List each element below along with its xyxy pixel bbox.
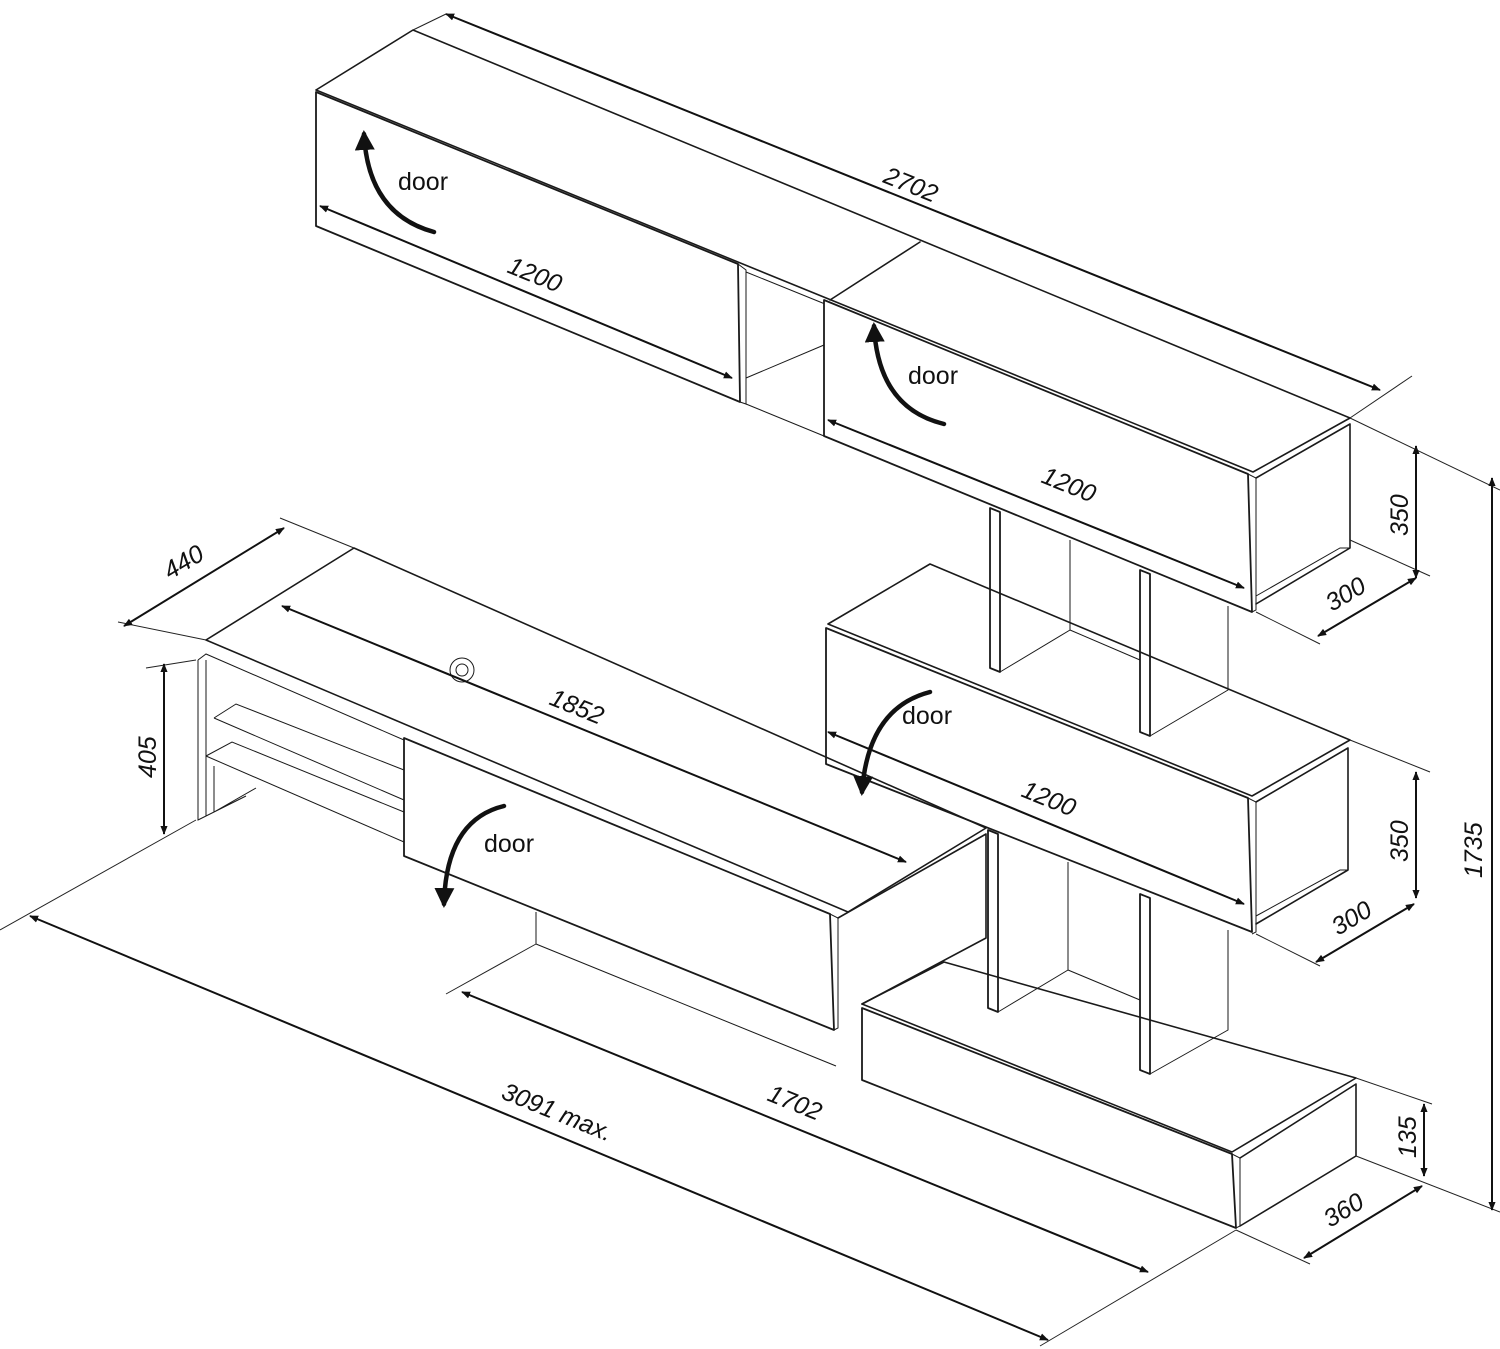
dim-label-360: 360 — [1319, 1188, 1369, 1234]
upper-shelf-end — [1255, 423, 1351, 605]
cable-grommet — [449, 657, 475, 683]
tv-unit — [197, 547, 987, 1067]
dim-line-1852 — [281, 605, 907, 863]
dimension-lines — [29, 13, 1496, 1341]
extension-lines — [0, 13, 1500, 1347]
dim-line-360 — [1303, 1185, 1423, 1259]
door-label-middle: door — [902, 702, 952, 730]
dim-line-upper-right-1200 — [827, 419, 1245, 589]
tv-unit-drawer-front — [403, 737, 835, 1031]
door-arrow-upper-right — [864, 322, 947, 427]
dim-label-3091: 3091 max. — [498, 1078, 617, 1148]
tv-unit-open-shelves — [197, 653, 405, 843]
upper-open-compartment — [745, 271, 831, 437]
door-arrow-upper-left — [354, 130, 437, 235]
dim-line-440 — [123, 527, 285, 627]
dim-label-upper-300: 300 — [1321, 572, 1371, 618]
base-plinth — [861, 961, 1357, 1229]
door-arrow-middle — [853, 689, 933, 796]
door-labels: door door door door — [398, 168, 958, 858]
upper-shelf — [315, 29, 1351, 613]
dim-label-middle-350: 350 — [1386, 820, 1414, 862]
dim-label-1852: 1852 — [546, 684, 608, 731]
dim-label-405: 405 — [134, 736, 162, 778]
dim-label-135: 135 — [1394, 1116, 1422, 1158]
door-arrow-tv-unit — [434, 803, 507, 908]
door-label-upper-left: door — [398, 168, 448, 196]
dim-line-upper-300 — [1317, 577, 1417, 637]
dim-line-upper-left-1200 — [319, 205, 733, 379]
door-opening-arrows — [354, 130, 947, 908]
door-label-upper-right: door — [908, 362, 958, 390]
door-label-tv-unit: door — [484, 830, 534, 858]
base-front — [861, 1007, 1237, 1229]
dim-line-3091 — [29, 915, 1049, 1341]
dim-line-2702 — [445, 13, 1381, 391]
dimension-labels: 2702 1200 1200 1200 1852 1702 3091 max. … — [134, 161, 1488, 1233]
dim-label-1735: 1735 — [1460, 822, 1488, 878]
dim-label-middle-300: 300 — [1327, 896, 1377, 942]
dim-label-upper-350: 350 — [1386, 494, 1414, 536]
dim-line-middle-300 — [1315, 903, 1415, 963]
